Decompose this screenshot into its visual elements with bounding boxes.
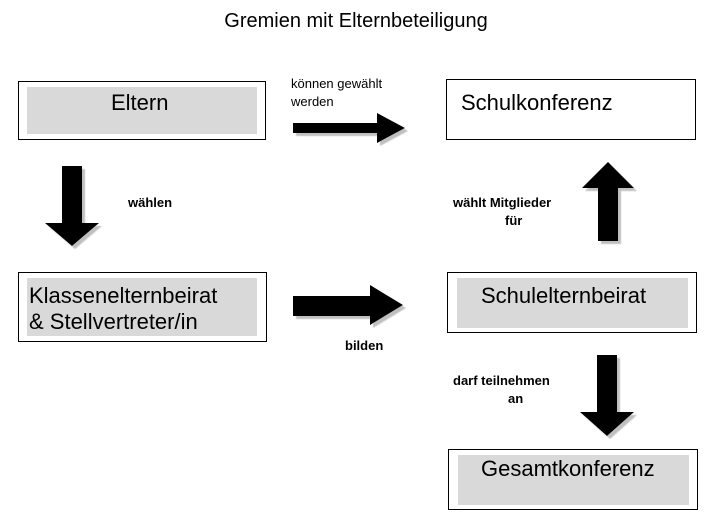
- edge-label-koennen-2: werden: [291, 94, 334, 109]
- node-gesamtkonferenz: Gesamtkonferenz: [448, 449, 698, 510]
- arrow-eltern-to-klassenelternbeirat: [45, 166, 99, 246]
- node-schulelternbeirat: Schulelternbeirat: [447, 272, 697, 333]
- node-schulelternbeirat-fill: [457, 278, 688, 328]
- node-eltern: Eltern: [18, 81, 266, 140]
- node-klassenelternbeirat-label-1: Klassenelternbeirat: [29, 283, 218, 308]
- arrow-eltern-to-schulkonferenz: [293, 113, 405, 143]
- arrow-klassenelternbeirat-to-schulelternbeirat: [293, 285, 403, 325]
- edge-label-waehlen: wählen: [128, 195, 173, 210]
- node-klassenelternbeirat-label-2: & Stellvertreter/in: [29, 309, 198, 334]
- node-eltern-fill: [27, 87, 257, 134]
- node-klassenelternbeirat: Klassenelternbeirat & Stellvertreter/in: [18, 272, 267, 342]
- node-schulkonferenz-label: Schulkonferenz: [461, 90, 613, 115]
- edge-label-koennen-1: können gewählt: [291, 76, 383, 91]
- node-gesamtkonferenz-fill: [458, 455, 689, 505]
- edge-label-waehlt-1: wählt Mitglieder: [453, 195, 552, 210]
- node-eltern-label: Eltern: [111, 90, 169, 115]
- arrow-schulelternbeirat-to-schulkonferenz: [582, 162, 634, 241]
- edge-label-waehlt-2: für: [505, 213, 523, 228]
- edge-label-bilden: bilden: [345, 338, 384, 353]
- node-gesamtkonferenz-label: Gesamtkonferenz: [481, 456, 655, 481]
- edge-label-darf-2: an: [508, 391, 524, 406]
- node-klassenelternbeirat-fill: [27, 278, 257, 336]
- edge-label-darf-1: darf teilnehmen: [453, 373, 550, 388]
- node-schulkonferenz: Schulkonferenz: [446, 79, 696, 140]
- node-schulelternbeirat-label: Schulelternbeirat: [481, 283, 647, 308]
- diagram-title: Gremien mit Elternbeteiligung: [224, 10, 488, 32]
- arrow-schulelternbeirat-to-gesamtkonferenz: [580, 355, 634, 436]
